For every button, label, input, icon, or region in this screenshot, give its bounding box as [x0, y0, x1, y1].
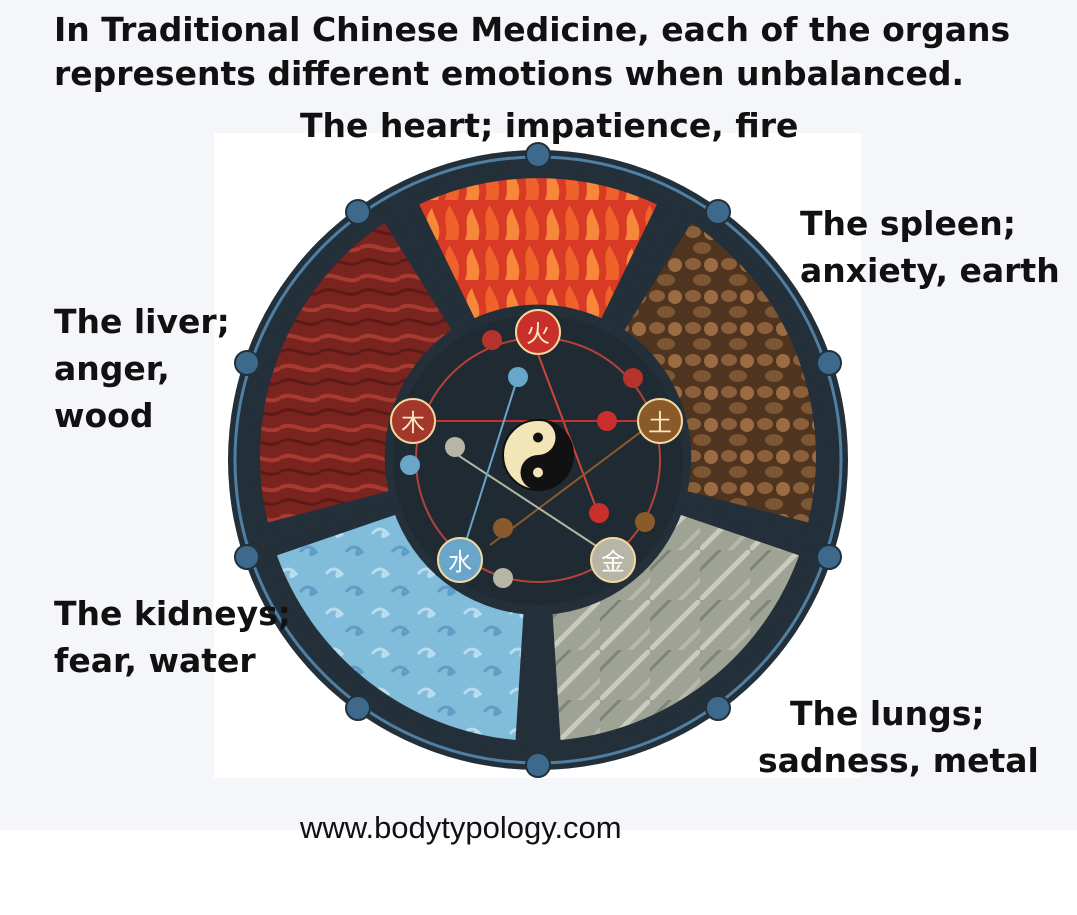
earth-segment [611, 208, 826, 535]
water-segment [264, 502, 534, 751]
source-url: www.bodytypology.com [300, 810, 622, 845]
liver-label-line-3: wood [54, 396, 154, 435]
wood-segment [250, 208, 465, 535]
lungs-label-line-2: sadness, metal [758, 741, 1039, 780]
kidneys-label-line-1: The kidneys; [54, 594, 291, 633]
kidneys-label: The kidneys; fear, water [54, 590, 291, 684]
metal-glyph: 金 [601, 548, 625, 576]
spleen-label-line-2: anxiety, earth [800, 251, 1060, 290]
fire-glyph: 火 [526, 320, 550, 348]
liver-label: The liver; anger, wood [54, 298, 230, 439]
fire-segment [405, 168, 671, 332]
heart-label-line-1: The heart; impatience, fire [300, 106, 799, 145]
intro-text: In Traditional Chinese Medicine, each of… [54, 8, 1054, 96]
kidneys-label-line-2: fear, water [54, 641, 256, 680]
liver-label-line-1: The liver; [54, 302, 230, 341]
yin-yang-icon [502, 419, 574, 491]
liver-label-line-2: anger, [54, 349, 170, 388]
lungs-label: The lungs; sadness, metal [758, 690, 1039, 784]
intro-line-2: represents different emotions when unbal… [54, 54, 965, 93]
heart-label: The heart; impatience, fire [300, 102, 798, 149]
node-earth: 土 [637, 398, 683, 444]
spleen-label-line-1: The spleen; [800, 204, 1016, 243]
earth-glyph: 土 [648, 409, 672, 437]
spleen-label: The spleen; anxiety, earth [800, 200, 1060, 294]
rim-knobs [234, 142, 842, 778]
node-metal: 金 [590, 537, 636, 583]
metal-segment [542, 502, 812, 751]
cycle-arrows [400, 330, 655, 588]
node-fire: 火 [515, 309, 561, 355]
lungs-label-line-1: The lungs; [790, 694, 985, 733]
water-glyph: 水 [448, 548, 472, 576]
intro-line-1: In Traditional Chinese Medicine, each of… [54, 10, 1011, 49]
node-wood: 木 [390, 398, 436, 444]
controlling-star [410, 332, 660, 561]
node-water: 水 [437, 537, 483, 583]
wood-glyph: 木 [401, 409, 425, 437]
